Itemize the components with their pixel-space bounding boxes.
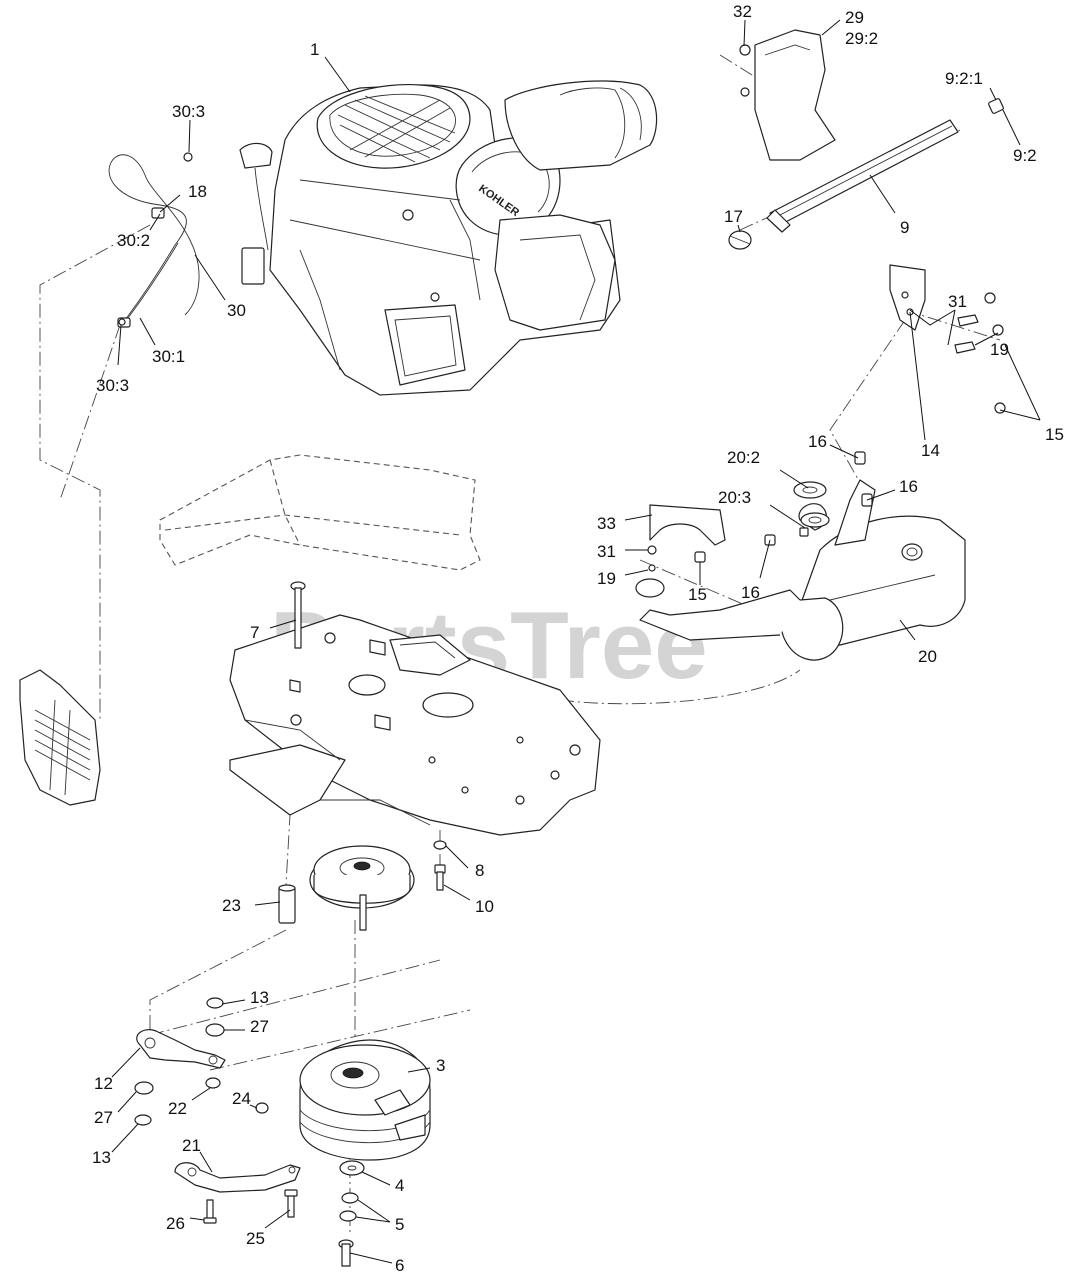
callout-4: 4	[395, 1176, 404, 1195]
spacer-part-23	[278, 884, 296, 924]
callout-23: 23	[222, 896, 241, 915]
leader-lines	[111, 19, 1041, 1264]
callout-24: 24	[232, 1089, 251, 1108]
callout-14: 14	[921, 441, 940, 460]
callout-13-bottom: 13	[92, 1148, 111, 1167]
muffler-front-bracket	[647, 504, 726, 572]
callout-32: 32	[733, 2, 752, 21]
callout-16-right: 16	[899, 477, 918, 496]
callout-18: 18	[188, 182, 207, 201]
callout-12: 12	[94, 1074, 113, 1093]
callout-27-top: 27	[250, 1017, 269, 1036]
callout-1: 1	[310, 40, 319, 59]
muffler	[635, 451, 966, 661]
callout-22: 22	[168, 1099, 187, 1118]
callout-30-3-top: 30:3	[172, 102, 205, 121]
bolt-part-7	[290, 581, 306, 649]
pulley	[309, 845, 415, 931]
callout-30-2: 30:2	[117, 231, 150, 250]
heat-shield	[739, 29, 836, 161]
callout-labels: 1 32 29 29:2 9:2:1 9:2 9 17 30:3 18 30:2…	[92, 2, 1064, 1275]
engine-deck-plate	[229, 614, 601, 836]
callout-25: 25	[246, 1229, 265, 1248]
callout-16-bottom: 16	[741, 583, 760, 602]
callout-19-bottom: 19	[597, 569, 616, 588]
side-shield	[19, 669, 101, 806]
callout-31-bottom: 31	[597, 542, 616, 561]
callout-29: 29	[845, 8, 864, 27]
callout-13-top: 13	[250, 988, 269, 1007]
callout-7: 7	[250, 623, 259, 642]
anti-rotation-bracket	[174, 1162, 301, 1193]
callout-27-bottom: 27	[94, 1108, 113, 1127]
callout-31-top: 31	[948, 292, 967, 311]
idler-arm	[134, 997, 269, 1126]
callout-15-right: 15	[1045, 425, 1064, 444]
callout-3: 3	[436, 1056, 445, 1075]
callout-26: 26	[166, 1214, 185, 1233]
callout-10: 10	[475, 897, 494, 916]
callout-20: 20	[918, 647, 937, 666]
callout-21: 21	[182, 1136, 201, 1155]
tube-shaft	[766, 98, 1004, 233]
callout-17: 17	[724, 207, 743, 226]
callout-6: 6	[395, 1256, 404, 1275]
cap-part-17	[728, 230, 752, 250]
muffler-bracket	[889, 264, 1006, 414]
callout-9: 9	[900, 218, 909, 237]
clutch-hardware	[203, 1160, 365, 1267]
callout-15-bottom: 15	[688, 585, 707, 604]
electric-clutch	[299, 1039, 431, 1161]
callout-9-2: 9:2	[1013, 146, 1037, 165]
callout-33: 33	[597, 514, 616, 533]
callout-20-3: 20:3	[718, 488, 751, 507]
callout-29-2: 29:2	[845, 29, 878, 48]
callout-5: 5	[395, 1215, 404, 1234]
callout-30-1: 30:1	[152, 347, 185, 366]
callout-30-3-bottom: 30:3	[96, 376, 129, 395]
callout-16-top: 16	[808, 432, 827, 451]
callout-19-top: 19	[990, 340, 1009, 359]
callout-30: 30	[227, 301, 246, 320]
engine-shroud-outline	[159, 454, 481, 571]
callout-8: 8	[475, 861, 484, 880]
washer-and-bolt-8-10	[433, 840, 447, 891]
callout-9-2-1: 9:2:1	[945, 69, 983, 88]
engine: KOHLER	[239, 80, 658, 396]
callout-20-2: 20:2	[727, 448, 760, 467]
